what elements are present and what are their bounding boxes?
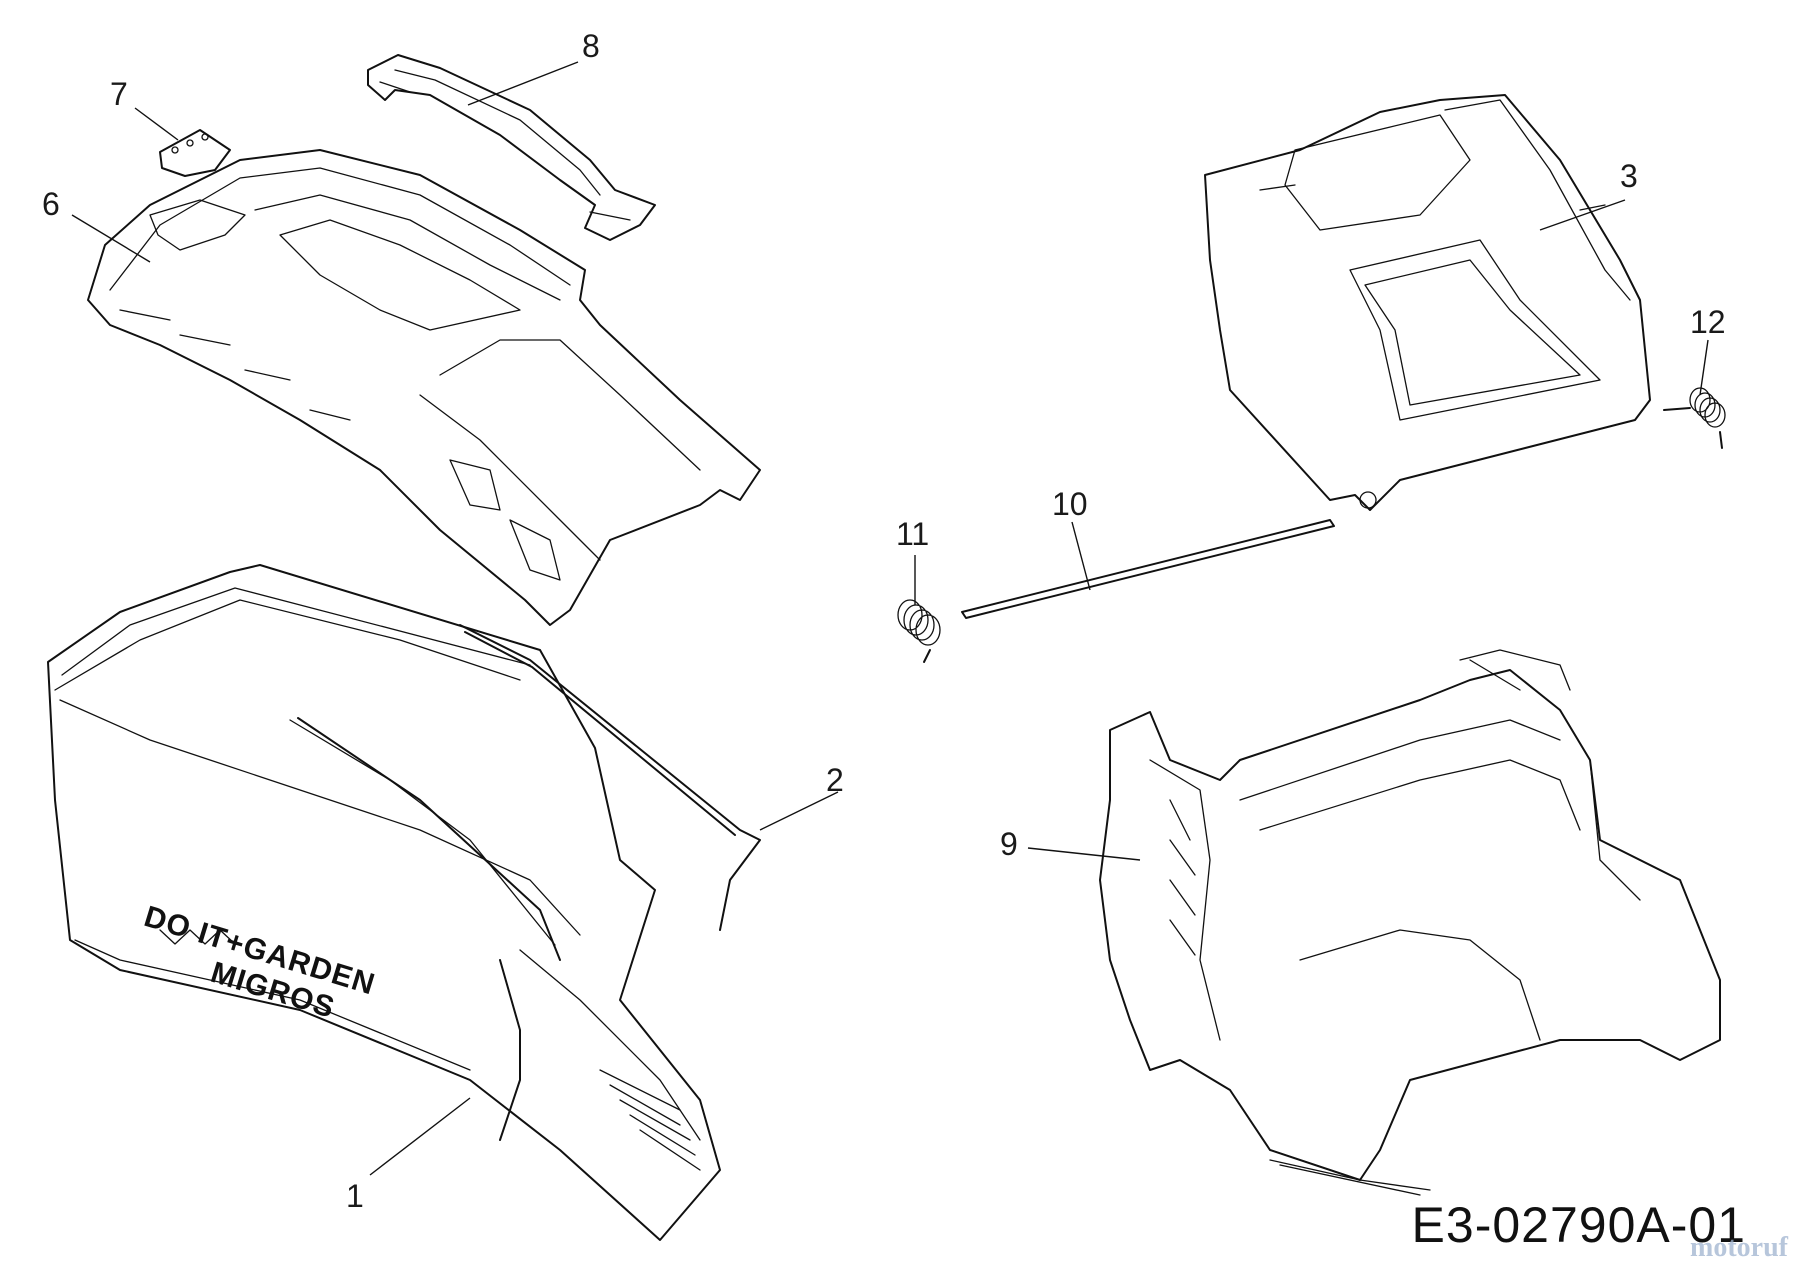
- chassis-part: [1099, 649, 1721, 1196]
- rear-flap-part: [1204, 94, 1651, 511]
- callout-7: 7: [110, 76, 128, 112]
- callout-2: 2: [826, 762, 844, 798]
- callout-10: 10: [1052, 486, 1088, 522]
- spring-12-part: [1663, 387, 1726, 449]
- callout-12: 12: [1690, 304, 1726, 340]
- bag-frame-part: [297, 624, 761, 1141]
- callout-11: 11: [896, 516, 930, 552]
- drawing-code: E3-02790A-01: [1411, 1197, 1746, 1253]
- rod-part: [961, 519, 1335, 619]
- callout-1: 1: [346, 1178, 364, 1214]
- bag-lid-part: [87, 149, 761, 626]
- leader-lines: [71, 61, 1709, 1176]
- watermark-logo: motoruf: [1690, 1232, 1788, 1263]
- spring-11-part: [897, 599, 941, 663]
- callout-8: 8: [582, 28, 600, 64]
- grass-bag-part: [47, 564, 721, 1241]
- callout-9: 9: [1000, 826, 1018, 862]
- callout-3: 3: [1620, 158, 1638, 194]
- callout-6: 6: [42, 186, 60, 222]
- cover-clip-part: [159, 129, 231, 177]
- carry-handle-part: [367, 54, 656, 241]
